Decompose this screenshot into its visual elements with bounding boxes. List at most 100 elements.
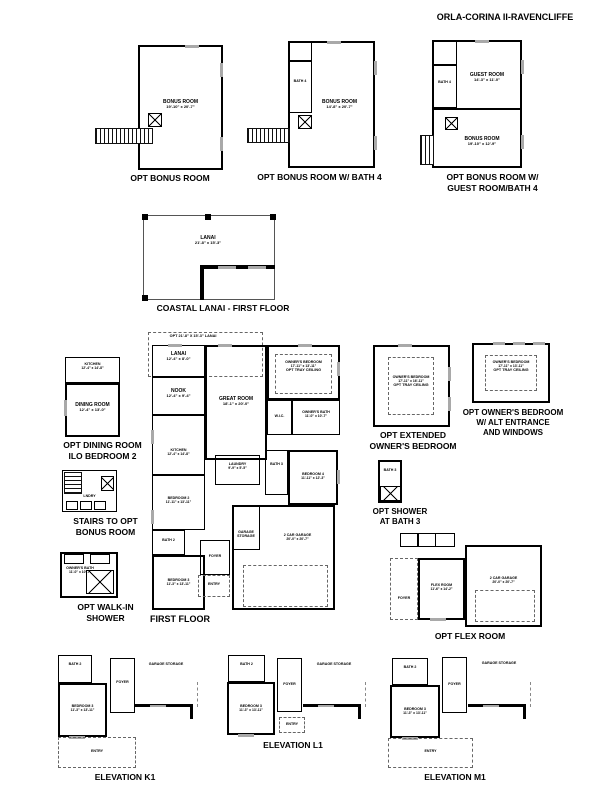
dashed-line bbox=[197, 682, 198, 707]
room-name: BONUS ROOM bbox=[163, 99, 198, 105]
room-label: NOOK 12'-4" x 9'-4" bbox=[152, 388, 205, 399]
window-mark bbox=[63, 400, 67, 416]
room-label: BATH 4 bbox=[432, 80, 457, 84]
wic-outline bbox=[267, 400, 292, 435]
room-name: BATH 2 bbox=[162, 538, 175, 542]
tray-ceiling-dashed bbox=[485, 355, 537, 391]
room-label: KITCHEN 12'-4" x 14'-8" bbox=[152, 448, 205, 456]
room-name: LANAI bbox=[170, 351, 187, 357]
window-mark bbox=[151, 510, 154, 524]
plan-opt-bonus-room-bath4: BATH 4 BONUS ROOM 14'-8" x 20'-7" OPT BO… bbox=[247, 40, 392, 191]
owners-bath-outline bbox=[292, 400, 340, 435]
room-label: BATH 2 bbox=[152, 538, 185, 542]
bath2-outline bbox=[392, 658, 428, 685]
room-label: BEDROOM 3 11'-3" x 13'-11" bbox=[152, 578, 205, 586]
plan-caption: OPT FLEX ROOM bbox=[434, 631, 506, 641]
window-mark bbox=[219, 63, 223, 77]
room-name: BEDROOM 2 bbox=[167, 496, 190, 500]
room-dims: 20'-0" x 20'-7" bbox=[492, 580, 515, 585]
room-dims: 11'-11" x 12'-3" bbox=[301, 476, 325, 481]
caption-line: OPT BONUS ROOM W/ bbox=[446, 172, 539, 182]
plan-caption: OPT BONUS ROOM W/ BATH 4 bbox=[257, 172, 382, 182]
room-name: ENTRY bbox=[90, 749, 104, 753]
window-mark bbox=[520, 60, 524, 74]
plan-elevation-m1: BATH 2 BEDROOM 3 11'-3" x 13'-11" FOYER … bbox=[380, 652, 550, 790]
plan-caption: ELEVATION L1 bbox=[263, 740, 323, 750]
vanity-box bbox=[64, 554, 84, 564]
room-label: OWNER'S BEDROOM 17'-11" x 16'-11" OPT TR… bbox=[388, 375, 434, 388]
room-dims: 11'-0" x 10'-7" bbox=[305, 414, 327, 419]
room-dims: 12'-4" x 13'-0" bbox=[79, 407, 106, 412]
window-mark bbox=[298, 343, 312, 347]
lanai-screen-outline bbox=[143, 215, 275, 300]
room-name: ENTRY bbox=[207, 582, 221, 586]
caption-line: BONUS ROOM bbox=[75, 526, 136, 537]
plan-caption: COASTAL LANAI - FIRST FLOOR bbox=[156, 303, 290, 313]
bath2-outline bbox=[152, 530, 185, 555]
post bbox=[142, 214, 148, 220]
wall-segment bbox=[190, 707, 193, 719]
great-room-outline bbox=[205, 345, 267, 460]
room-dims: 11'-6" x 14'-2" bbox=[430, 587, 453, 592]
plan-elevation-l1: BATH 2 BEDROOM 3 11'-3" x 13'-11" FOYER … bbox=[215, 652, 375, 762]
owners-bath-outline bbox=[60, 552, 118, 598]
room-label: 2 CAR GARAGE 20'-0" x 20'-7" bbox=[260, 533, 335, 541]
room-name: GUEST ROOM bbox=[469, 72, 505, 78]
plan-caption: ELEVATION M1 bbox=[424, 772, 486, 782]
plan-stairs-opt-bonus: LNDRY STAIRS TO OPT BONUS ROOM bbox=[58, 470, 153, 537]
plan-caption: OPT BONUS ROOM W/ GUEST ROOM/BATH 4 bbox=[420, 172, 565, 193]
room-name: GARAGE STORAGE bbox=[237, 530, 255, 539]
window-mark bbox=[238, 733, 254, 737]
room-note: OPT TRAY CEILING bbox=[285, 368, 322, 373]
room-name: BATH 2 bbox=[240, 662, 253, 666]
window-mark bbox=[533, 342, 545, 345]
plan-opt-dining: KITCHEN 12'-4" x 14'-8" DINING ROOM 12'-… bbox=[55, 350, 150, 462]
room-label: OWNER'S BATH 11'-0" x 10'-7" bbox=[292, 410, 340, 418]
room-name: BEDROOM 3 bbox=[404, 707, 426, 711]
room-label: ENTRY bbox=[58, 749, 136, 753]
entry-porch bbox=[388, 738, 473, 768]
room-label: OWNER'S BATH 11'-0" x 10'-7" bbox=[60, 566, 100, 574]
window-mark bbox=[219, 137, 223, 151]
plan-opt-bonus-guest: BATH 4 GUEST ROOM 14'-3" x 11'-0" BONUS … bbox=[420, 39, 565, 198]
foyer-outline bbox=[442, 657, 467, 713]
plan-caption: STAIRS TO OPT BONUS ROOM bbox=[48, 516, 163, 537]
room-dims: 12'-4" x 14'-8" bbox=[81, 366, 104, 371]
room-label: LAUNDRY 9'-9" x 5'-5" bbox=[215, 462, 260, 470]
room-label: BEDROOM 3 11'-3" x 13'-11" bbox=[390, 707, 440, 715]
room-dims: 11'-0" x 10'-7" bbox=[69, 570, 91, 575]
house-wall bbox=[200, 265, 275, 269]
plan-caption: OPT WALK-IN SHOWER bbox=[48, 602, 163, 623]
window-mark bbox=[168, 343, 182, 347]
room-label: FOYER bbox=[277, 682, 302, 686]
room-label: BATH 2 bbox=[58, 662, 92, 666]
room-name: GARAGE STORAGE bbox=[316, 662, 352, 666]
room-dims: 20'-0" x 20'-7" bbox=[286, 537, 309, 542]
room-label: FOYER bbox=[442, 682, 467, 686]
window-mark bbox=[447, 367, 451, 381]
foyer-region bbox=[390, 558, 418, 620]
dashed-line bbox=[365, 682, 366, 707]
room-label: OWNER'S BEDROOM 17'-11" x 13'-11" OPT TR… bbox=[275, 360, 332, 373]
room-dims: 11'-3" x 13'-11" bbox=[239, 708, 263, 713]
plan-first-floor: OPT 21'-8" X 15'-3" LANAI LANAI 12'-4" x… bbox=[148, 330, 340, 630]
room-label: KITCHEN 12'-4" x 14'-8" bbox=[67, 362, 118, 370]
room-dims: 12'-4" x 14'-8" bbox=[167, 452, 190, 457]
window-mark bbox=[493, 342, 505, 345]
room-label: FLEX ROOM 11'-6" x 14'-2" bbox=[418, 583, 465, 591]
room-name: KITCHEN bbox=[170, 448, 187, 452]
caption-line: OWNER'S BEDROOM bbox=[369, 440, 457, 451]
room-name: FOYER bbox=[397, 596, 411, 600]
window-mark bbox=[513, 342, 525, 345]
room-label: GARAGE STORAGE bbox=[145, 662, 187, 666]
room-dims: 12'-4" x 9'-4" bbox=[166, 393, 191, 398]
room-name: 2 CAR GARAGE bbox=[489, 576, 518, 580]
garage-outline bbox=[465, 545, 542, 627]
room-name: BEDROOM 4 bbox=[302, 472, 324, 476]
room-name: LANAI bbox=[200, 235, 216, 241]
room-label: GREAT ROOM 18'-1" x 20'-0" bbox=[205, 396, 267, 407]
house-wall bbox=[200, 265, 204, 300]
window-mark bbox=[318, 704, 334, 707]
window-mark bbox=[248, 265, 266, 269]
